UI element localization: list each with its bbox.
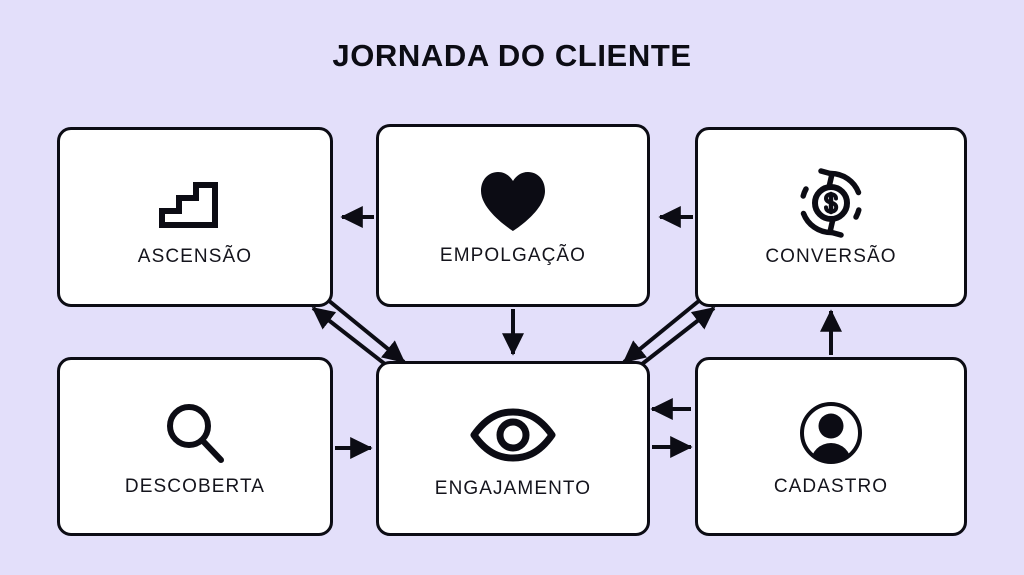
node-descoberta[interactable]: DESCOBERTA xyxy=(57,357,333,536)
node-label-cadastro: CADASTRO xyxy=(773,475,889,497)
node-label-engajamento: ENGAJAMENTO xyxy=(434,477,592,499)
node-label-ascensao: ASCENSÃO xyxy=(137,246,253,267)
node-label-empolgacao: EMPOLGAÇÃO xyxy=(439,244,587,266)
node-conversao[interactable]: CONVERSÃO xyxy=(695,127,967,307)
heart-icon xyxy=(477,165,549,239)
node-cadastro[interactable]: CADASTRO xyxy=(695,357,967,536)
node-empolgacao[interactable]: EMPOLGAÇÃO xyxy=(376,124,650,307)
eye-icon xyxy=(469,398,557,472)
magnifier-icon xyxy=(162,396,228,470)
stairs-icon xyxy=(158,166,232,240)
page-title: JORNADA DO CLIENTE xyxy=(332,38,692,73)
connector-conversao-to-engajamento xyxy=(622,298,702,364)
node-label-descoberta: DESCOBERTA xyxy=(124,475,266,497)
connector-ascensao-to-engajamento xyxy=(326,298,406,364)
node-ascensao[interactable]: ASCENSÃO xyxy=(57,127,333,307)
user-circle-icon xyxy=(798,396,864,470)
node-label-conversao: CONVERSÃO xyxy=(765,246,897,267)
money-refresh-icon xyxy=(796,166,866,240)
node-engajamento[interactable]: ENGAJAMENTO xyxy=(376,361,650,536)
